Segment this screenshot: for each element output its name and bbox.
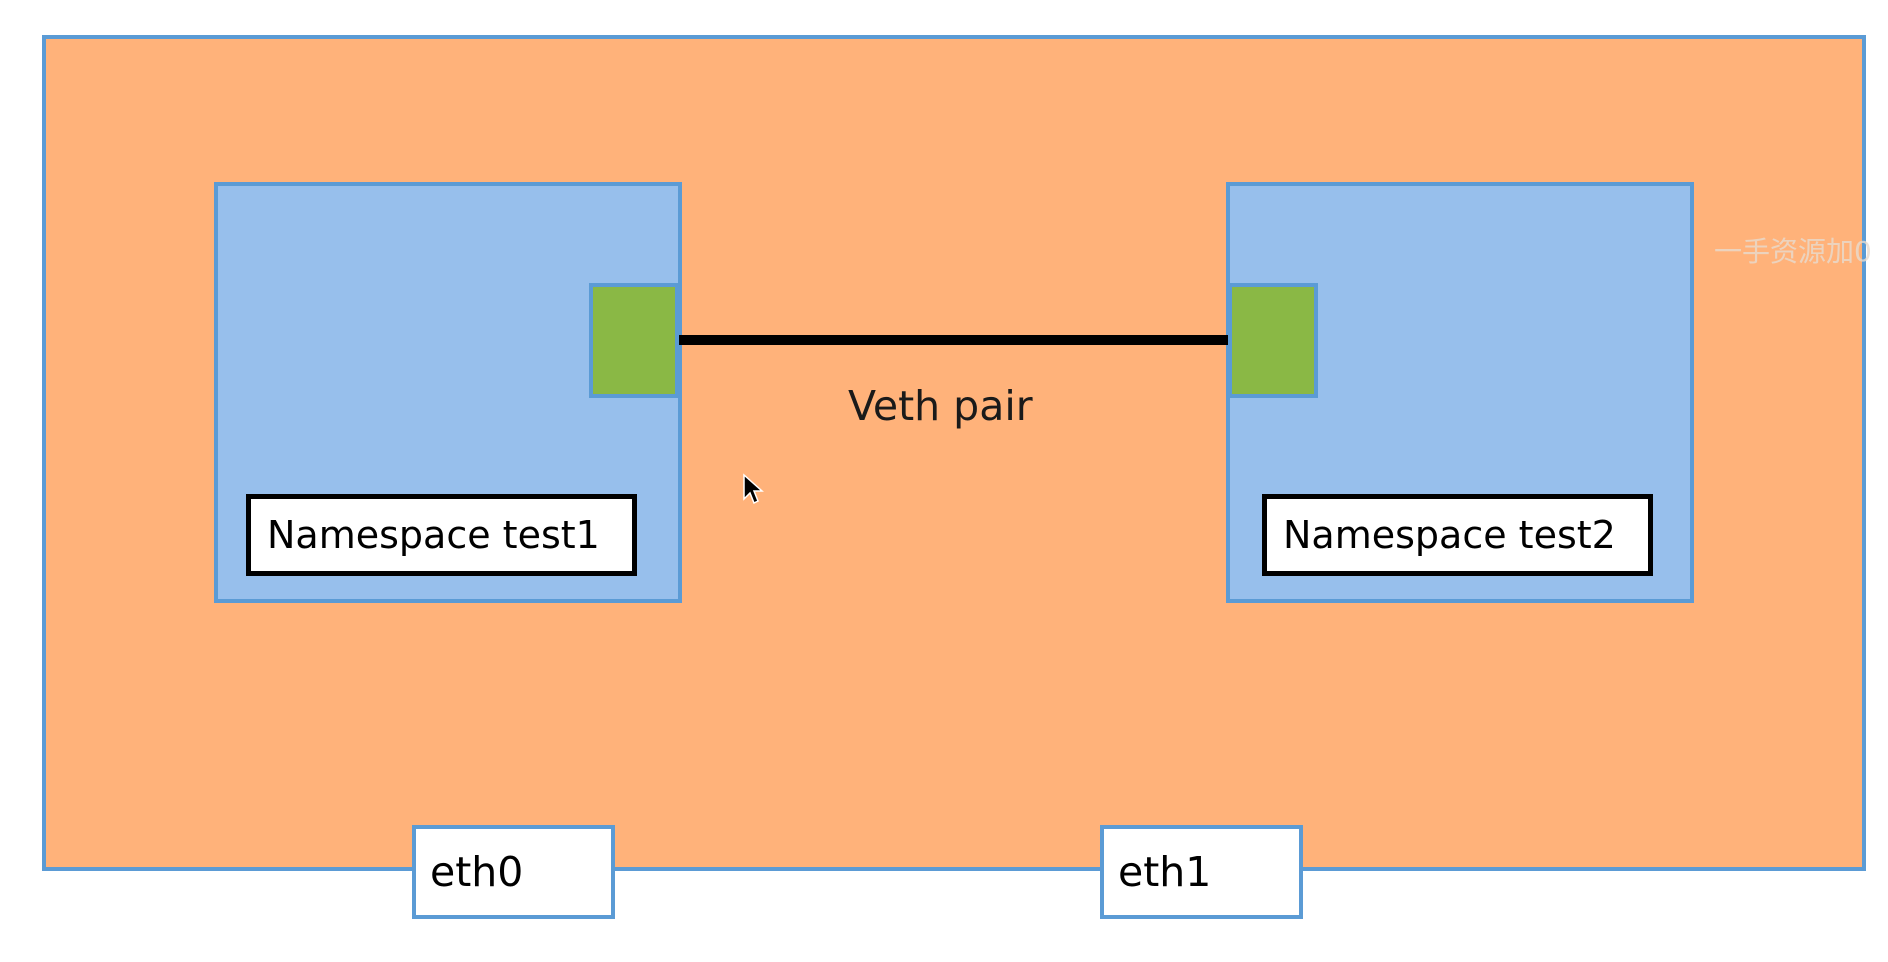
veth-pair-label: Veth pair	[848, 382, 1033, 430]
interface-eth0: eth0	[412, 825, 615, 919]
veth-endpoint-test1	[589, 283, 679, 398]
interface-eth1: eth1	[1100, 825, 1303, 919]
watermark-text: 一手资源加0	[1714, 235, 1872, 268]
veth-endpoint-test2	[1228, 283, 1318, 398]
namespace-test2-label: Namespace test2	[1262, 494, 1653, 576]
veth-pair-link	[679, 335, 1230, 345]
namespace-test1-label: Namespace test1	[246, 494, 637, 576]
mouse-pointer-icon	[743, 473, 764, 505]
